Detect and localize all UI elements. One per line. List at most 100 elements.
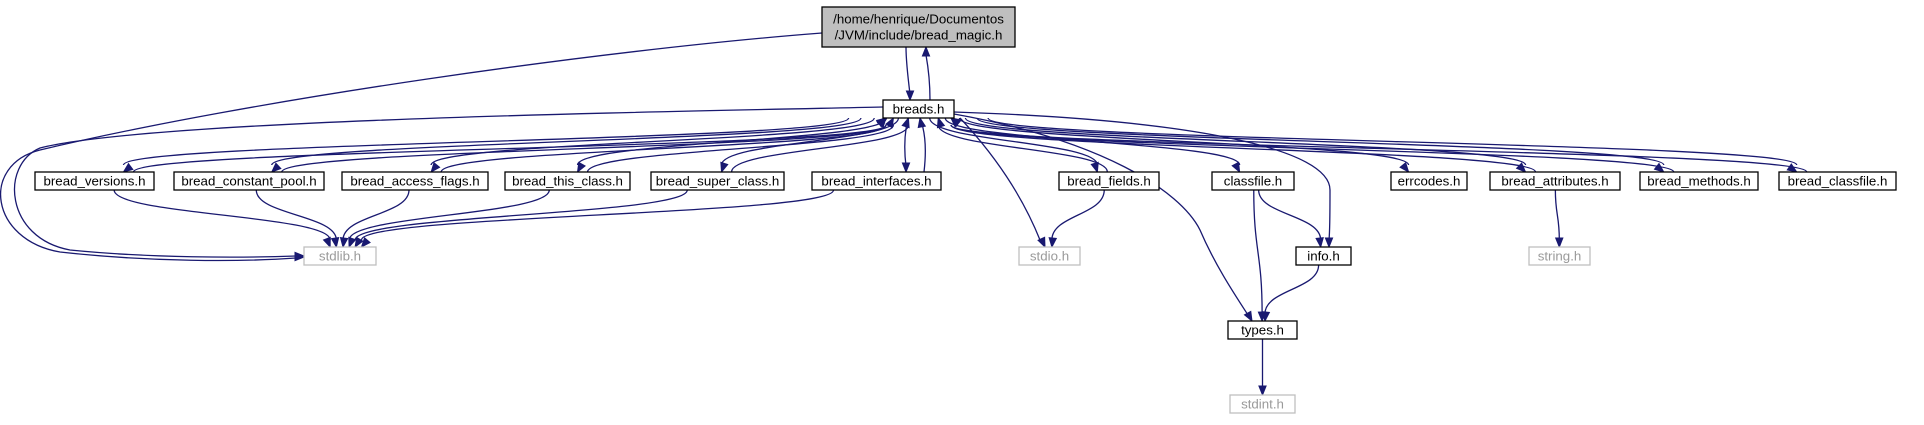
node-stdlib-label: stdlib.h (319, 249, 361, 264)
edge-bread-super-class-to-stdlib (354, 189, 688, 241)
node-breads-box (882, 99, 955, 119)
edge-breads-to-root (925, 54, 931, 101)
node-bread-interfaces-label: bread_interfaces.h (821, 174, 931, 189)
node-bread-versions[interactable]: bread_versions.h (34, 171, 155, 191)
edge-bread-this-class-to-breads (586, 124, 895, 173)
edge-bread-versions-to-stdlib-arrowhead (322, 236, 331, 249)
edge-bread-fields-to-breads (937, 124, 1109, 173)
edge-bread-methods-to-breads (950, 124, 1675, 173)
node-root-label-2: /JVM/include/bread_magic.h (835, 28, 1003, 43)
edge-breads-to-stdlib (13, 106, 884, 258)
node-info-box (1295, 246, 1352, 266)
node-bread-classfile[interactable]: bread_classfile.h (1778, 171, 1897, 191)
edge-bread-interfaces-to-stdlib-arrowhead (360, 236, 371, 249)
edge-breads-to-bread-methods-arrowhead (1653, 162, 1665, 173)
node-bread-classfile-label: bread_classfile.h (1788, 174, 1888, 189)
edge-breads-to-bread-access-flags (430, 117, 875, 166)
node-bread-interfaces[interactable]: bread_interfaces.h (811, 171, 942, 191)
node-stdio-box (1018, 246, 1081, 266)
node-bread-super-class[interactable]: bread_super_class.h (650, 171, 785, 191)
edge-bread-versions-to-stdlib (113, 189, 331, 241)
edge-bread-this-class-to-stdlib-arrowhead (348, 236, 357, 249)
edge-root-to-stdlib (0, 32, 823, 262)
edge-classfile-to-info-arrowhead (1315, 237, 1324, 249)
edge-bread-access-flags-to-breads-arrowhead (876, 116, 887, 129)
edge-bread-interfaces-to-breads (921, 123, 926, 173)
edge-breads-to-info-arrowhead (1324, 237, 1334, 249)
nodes-layer: /home/henrique/Documentos/JVM/include/br… (34, 6, 1897, 414)
node-bread-attributes[interactable]: bread_attributes.h (1489, 171, 1621, 191)
node-bread-methods-box (1639, 171, 1759, 191)
node-bread-attributes-box (1489, 171, 1621, 191)
edge-bread-versions-to-breads (132, 124, 887, 173)
edge-info-to-types (1264, 264, 1320, 315)
edge-classfile-to-types (1253, 189, 1263, 315)
node-bread-super-class-label: bread_super_class.h (656, 174, 779, 189)
edge-breads-to-types (953, 113, 1249, 316)
edge-bread-super-class-to-breads (730, 124, 910, 173)
node-bread-access-flags-box (341, 171, 489, 191)
node-stdint: stdint.h (1229, 394, 1296, 414)
edge-breads-to-info (953, 111, 1331, 241)
node-root[interactable]: /home/henrique/Documentos/JVM/include/br… (821, 6, 1016, 48)
node-errcodes-label: errcodes.h (1398, 174, 1461, 189)
node-bread-fields[interactable]: bread_fields.h (1058, 171, 1160, 191)
node-bread-this-class[interactable]: bread_this_class.h (504, 171, 631, 191)
edge-breads-to-classfile-arrowhead (1231, 161, 1241, 174)
node-bread-versions-label: bread_versions.h (43, 174, 145, 189)
node-bread-constant-pool[interactable]: bread_constant_pool.h (173, 171, 325, 191)
node-string: string.h (1528, 246, 1591, 266)
edge-bread-interfaces-to-stdlib (360, 189, 835, 241)
edge-root-to-breads (905, 46, 911, 95)
edge-bread-fields-to-stdio (1051, 189, 1105, 241)
edge-breads-to-stdlib-arrowhead (294, 251, 306, 261)
edge-info-to-types-arrowhead (1261, 311, 1271, 323)
node-bread-super-class-box (650, 171, 785, 191)
node-classfile[interactable]: classfile.h (1211, 171, 1295, 191)
node-bread-this-class-label: bread_this_class.h (512, 174, 623, 189)
edge-bread-super-class-to-stdlib-arrowhead (354, 236, 364, 249)
edge-bread-fields-to-breads-arrowhead (936, 116, 946, 129)
edge-breads-to-bread-constant-pool (271, 117, 862, 166)
node-bread-this-class-box (504, 171, 631, 191)
edge-bread-interfaces-to-breads-arrowhead (917, 116, 927, 129)
edge-breads-to-bread-fields-arrowhead (1090, 161, 1099, 174)
edge-breads-to-bread-versions (122, 117, 850, 166)
edge-bread-access-flags-to-breads (440, 124, 887, 173)
node-errcodes[interactable]: errcodes.h (1390, 171, 1468, 191)
edge-breads-to-bread-versions-arrowhead (122, 162, 134, 173)
node-bread-access-flags[interactable]: bread_access_flags.h (341, 171, 489, 191)
node-bread-fields-box (1058, 171, 1160, 191)
edge-bread-attributes-to-string-arrowhead (1554, 237, 1564, 249)
edge-bread-super-class-to-breads-arrowhead (901, 116, 910, 129)
node-errcodes-box (1390, 171, 1468, 191)
node-bread-methods[interactable]: bread_methods.h (1639, 171, 1759, 191)
edge-bread-classfile-to-breads-arrowhead (949, 117, 962, 127)
edge-bread-attributes-to-breads (950, 124, 1537, 173)
edge-breads-to-errcodes-arrowhead (1399, 161, 1410, 174)
node-stdint-label: stdint.h (1241, 397, 1284, 412)
node-types[interactable]: types.h (1227, 320, 1298, 340)
edge-bread-this-class-to-breads-arrowhead (885, 116, 895, 129)
edge-breads-to-bread-constant-pool-arrowhead (270, 162, 282, 173)
node-bread-fields-label: bread_fields.h (1067, 174, 1151, 189)
node-bread-constant-pool-label: bread_constant_pool.h (181, 174, 316, 189)
node-bread-methods-label: bread_methods.h (1647, 174, 1751, 189)
node-bread-access-flags-label: bread_access_flags.h (350, 174, 479, 189)
edge-breads-to-errcodes (958, 117, 1410, 166)
edge-classfile-to-info (1257, 189, 1322, 241)
edge-breads-to-root-arrowhead (921, 45, 931, 57)
node-stdio: stdio.h (1018, 246, 1081, 266)
edge-bread-constant-pool-to-breads (281, 124, 887, 173)
node-classfile-label: classfile.h (1224, 174, 1282, 189)
node-root-box (821, 6, 1016, 48)
edge-bread-this-class-to-stdlib (348, 189, 550, 241)
node-bread-classfile-box (1778, 171, 1897, 191)
node-breads[interactable]: breads.h (882, 99, 955, 119)
edge-breads-to-bread-fields (929, 117, 1099, 166)
node-bread-constant-pool-box (173, 171, 325, 191)
edge-root-to-breads-arrowhead (905, 90, 915, 102)
edge-bread-access-flags-to-stdlib-arrowhead (339, 237, 349, 249)
node-string-box (1528, 246, 1591, 266)
node-info[interactable]: info.h (1295, 246, 1352, 266)
